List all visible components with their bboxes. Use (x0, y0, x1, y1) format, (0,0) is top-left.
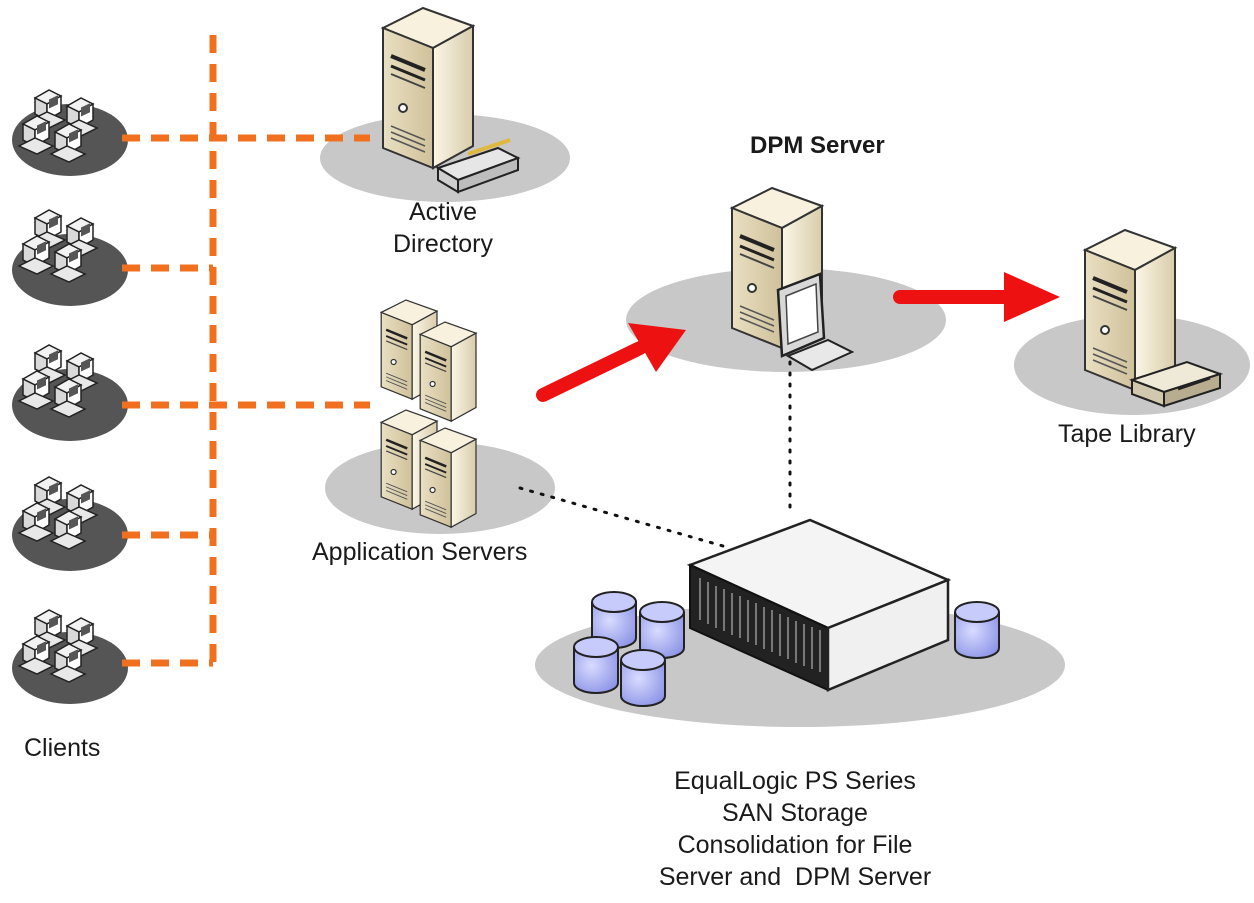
san-storage-label-line-1: EqualLogic PS Series (674, 767, 916, 795)
san-storage-label-line-4: Server and DPM Server (658, 863, 932, 891)
storage-disk-icon (954, 601, 1000, 659)
flow-arrow-dpm-to-tape (893, 272, 1060, 322)
clients-label: Clients (24, 734, 101, 762)
tape-library-label: Tape Library (1058, 420, 1196, 448)
active-directory-label-line-2: Directory (392, 230, 493, 258)
application-servers-icon (379, 298, 478, 529)
tape-library-icon (1083, 228, 1224, 408)
san-storage-label-line-3: Consolidation for File (677, 831, 913, 859)
dpm-server-label: DPM Server (750, 132, 885, 159)
active-directory-label-line-1: Active (408, 198, 478, 226)
san-storage-array-icon (686, 518, 952, 692)
active-directory-server-icon (381, 6, 521, 194)
dpm-server-icon (730, 186, 855, 372)
application-servers-label: Application Servers (312, 538, 528, 566)
lan-network-lines (122, 35, 370, 667)
active-directory-label: Active Directory (378, 196, 508, 260)
san-storage-label-line-2: SAN Storage (722, 799, 868, 827)
storage-disk-icon (620, 649, 666, 707)
san-storage-label: EqualLogic PS Series SAN Storage Consoli… (590, 765, 1000, 893)
san-links (518, 360, 792, 550)
storage-disk-icon (573, 636, 619, 694)
flow-arrow-app-to-dpm (536, 323, 686, 402)
